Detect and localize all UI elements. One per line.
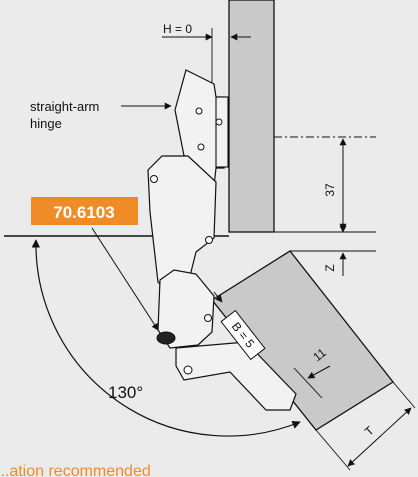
- dim-t-line: [347, 407, 412, 467]
- footer-text: ...ation recommended: [0, 463, 151, 477]
- cabinet-side-panel: [228, 0, 275, 233]
- angle-arc: [31, 239, 301, 437]
- angle-label: 130°: [108, 383, 143, 402]
- h-dimension-label: H = 0: [163, 22, 192, 36]
- dim-z-label: Z: [323, 264, 337, 271]
- dim-t-label: T: [362, 423, 377, 439]
- hinge-arm: [147, 155, 217, 291]
- damper-cap: [156, 331, 176, 345]
- dim-11-arrow: [307, 365, 331, 379]
- arm-pivot-top: [150, 175, 158, 183]
- link-pivot: [204, 314, 212, 322]
- dim-t-ext-a: [315, 429, 351, 471]
- plate-screw-top: [195, 107, 203, 115]
- part-number-label: 70.6103: [53, 203, 114, 222]
- dim-37-label: 37: [323, 183, 337, 197]
- hinge-label-line2: hinge: [30, 116, 62, 131]
- part-leader: [91, 227, 159, 331]
- dim-t-ext-b: [392, 381, 416, 409]
- cup-screw: [183, 365, 193, 375]
- hinge-label-line1: straight-arm: [30, 99, 99, 114]
- adjust-screw: [215, 118, 223, 126]
- arm-pivot-mid: [205, 236, 213, 244]
- part-number-badge: [31, 197, 138, 225]
- mounting-plate: [215, 96, 229, 168]
- plate-screw-bottom: [197, 143, 205, 151]
